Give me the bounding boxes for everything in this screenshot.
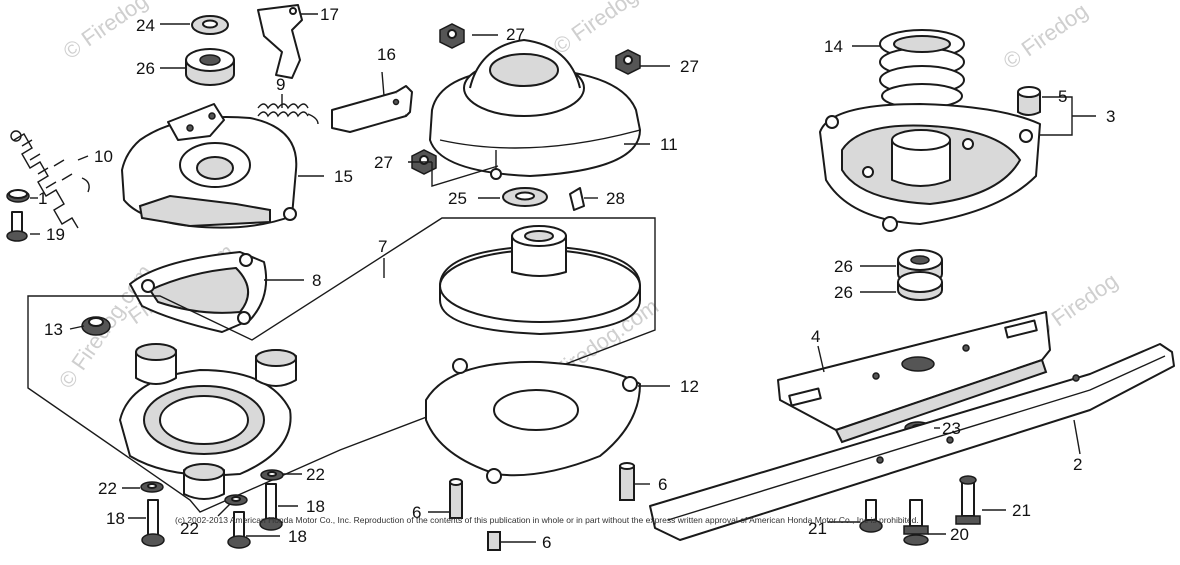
label-27: 27 — [506, 25, 525, 44]
label-25: 25 — [448, 189, 467, 208]
nut-27-right — [615, 49, 641, 75]
label-17: 17 — [320, 5, 339, 24]
label-20: 20 — [950, 525, 969, 544]
bolt-20 — [903, 499, 929, 546]
nut-13 — [81, 316, 111, 336]
label-12: 12 — [680, 377, 699, 396]
bolt-18-c — [227, 511, 251, 549]
housing-11 — [429, 39, 641, 180]
label-18: 18 — [288, 527, 307, 546]
clutch-plate — [119, 343, 297, 500]
copyright-notice: (c) 2002-2013 American Honda Motor Co., … — [175, 515, 919, 525]
bracket-16 — [331, 85, 413, 133]
label-15: 15 — [334, 167, 353, 186]
pin-6-c — [487, 531, 501, 551]
part-labels: 24 26 17 9 10 1 19 15 16 27 27 27 11 25 … — [38, 5, 1115, 552]
label-6: 6 — [542, 533, 551, 552]
label-6: 6 — [658, 475, 667, 494]
watermark: © Firedog — [999, 0, 1093, 74]
nut-1 — [6, 189, 30, 203]
label-22: 22 — [180, 519, 199, 538]
washer-24 — [191, 15, 229, 35]
pin-6-a — [449, 478, 463, 519]
washer-25 — [502, 187, 548, 207]
key-28 — [569, 187, 585, 211]
gasket-8 — [129, 251, 268, 333]
nut-27-top — [439, 23, 465, 49]
label-1: 1 — [38, 189, 47, 208]
pin-6-b — [619, 462, 635, 501]
label-21: 21 — [1012, 501, 1031, 520]
label-26: 26 — [136, 59, 155, 78]
label-26: 26 — [834, 257, 853, 276]
bolt-18-b — [259, 483, 283, 531]
bolt-19 — [6, 211, 28, 242]
label-22: 22 — [98, 479, 117, 498]
bracket-17 — [257, 4, 303, 79]
label-13: 13 — [44, 320, 63, 339]
label-26: 26 — [834, 283, 853, 302]
label-5: 5 — [1058, 87, 1067, 106]
bearing-26-right-b — [897, 271, 943, 301]
bolt-18-a — [141, 499, 165, 547]
label-3: 3 — [1106, 107, 1115, 126]
washer-22-a — [140, 481, 164, 493]
label-19: 19 — [46, 225, 65, 244]
bearing-26-left — [185, 48, 235, 86]
label-21: 21 — [808, 519, 827, 538]
label-16: 16 — [377, 45, 396, 64]
label-4: 4 — [811, 327, 820, 346]
label-9: 9 — [276, 75, 285, 94]
leader-lines — [30, 13, 1096, 543]
label-27: 27 — [680, 57, 699, 76]
housing-3 — [819, 103, 1041, 232]
label-18: 18 — [106, 509, 125, 528]
label-6: 6 — [412, 503, 421, 522]
bolt-21-b — [859, 499, 883, 533]
spring-10 — [10, 130, 90, 229]
spring-9 — [257, 103, 319, 125]
brake-plate-15 — [121, 103, 298, 229]
label-24: 24 — [136, 16, 155, 35]
label-2: 2 — [1073, 455, 1082, 474]
washer-22-c — [224, 494, 248, 506]
cover-plate-12 — [425, 358, 641, 484]
washer-22-b — [260, 469, 284, 481]
label-28: 28 — [606, 189, 625, 208]
bolt-21-a — [955, 475, 981, 525]
label-8: 8 — [312, 271, 321, 290]
group-outline-7 — [27, 217, 656, 513]
label-10: 10 — [94, 147, 113, 166]
label-23: 23 — [942, 419, 961, 438]
label-22: 22 — [306, 465, 325, 484]
label-7: 7 — [378, 237, 387, 256]
spring-14 — [879, 29, 965, 109]
pulley-7 — [439, 225, 641, 335]
collar-5 — [1017, 86, 1041, 116]
label-11: 11 — [660, 135, 678, 154]
label-18: 18 — [306, 497, 325, 516]
blade-2 — [649, 343, 1175, 541]
label-14: 14 — [824, 37, 843, 56]
label-27: 27 — [374, 153, 393, 172]
